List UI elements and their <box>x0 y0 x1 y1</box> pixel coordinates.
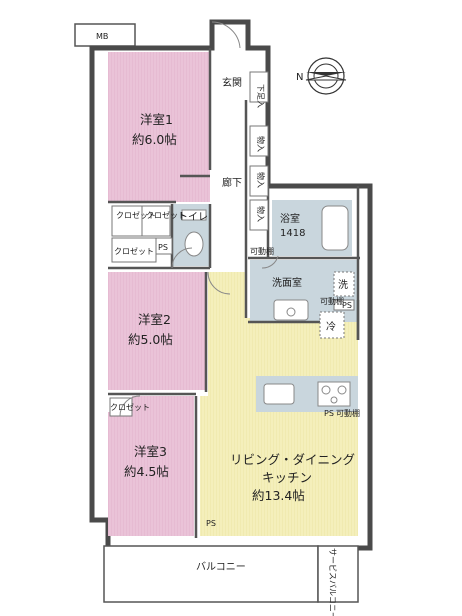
kado2-label: 可動棚 <box>320 296 344 306</box>
closet-4 <box>109 397 133 417</box>
ps4-label: PS <box>206 519 216 528</box>
ldk-size: 約13.4帖 <box>252 488 305 503</box>
ldk-line1: リビング・ダイニング <box>230 452 355 467</box>
service-balcony-label: サービスバルコニー <box>328 548 337 616</box>
rei-label: 冷 <box>326 320 336 333</box>
compass-icon: N <box>296 57 347 95</box>
kado1-label: 可動棚 <box>250 246 274 256</box>
compass-north-label: N <box>296 72 303 83</box>
room-yoshitsu2 <box>108 272 206 390</box>
mono1-label: 物入 <box>256 136 266 152</box>
kuro2-label: クロゼット <box>146 210 186 220</box>
sen-label: 洗 <box>338 279 348 291</box>
room-yoshitsu1 <box>108 52 210 202</box>
ps3-label: PS <box>324 409 334 418</box>
shita-ashi-label: 下足入 <box>256 84 265 108</box>
yoshitsu3-size: 約4.5帖 <box>124 464 169 479</box>
yoshitsu2-name: 洋室2 <box>138 312 171 327</box>
yokushitsu-size: 1418 <box>280 228 305 239</box>
genkan-label: 玄関 <box>222 76 242 89</box>
balcony-label: バルコニー <box>196 561 246 573</box>
ps-box-1 <box>155 237 173 255</box>
yoshitsu1-size: 約6.0帖 <box>132 132 177 147</box>
kado3-label: 可動棚 <box>336 408 360 418</box>
balcony <box>103 545 359 603</box>
interior-walls <box>108 48 360 538</box>
ps1-label: PS <box>158 243 168 252</box>
ps2-label: PS <box>342 301 352 310</box>
senmen-label: 洗面室 <box>272 276 302 289</box>
ldk-line2: キッチン <box>262 470 312 485</box>
yokushitsu-label: 浴室 <box>280 212 300 225</box>
kuro3-label: クロゼット <box>114 246 154 256</box>
mb-label: MB <box>96 32 108 41</box>
toilet-label: トイレ <box>178 212 208 223</box>
kuro1-label: クロゼット <box>116 210 156 220</box>
yoshitsu2-size: 約5.0帖 <box>128 332 173 347</box>
yoshitsu3-name: 洋室3 <box>134 444 167 459</box>
yoshitsu1-name: 洋室1 <box>140 112 173 127</box>
mono3-label: 物入 <box>256 206 266 222</box>
mb-box: MB <box>74 23 136 47</box>
closet-2 <box>141 205 171 237</box>
kuro4-label: クロゼット <box>110 402 150 412</box>
roka-label: 廊下 <box>222 176 242 189</box>
room-yoshitsu3 <box>108 412 194 536</box>
mono2-label: 物入 <box>256 172 266 188</box>
